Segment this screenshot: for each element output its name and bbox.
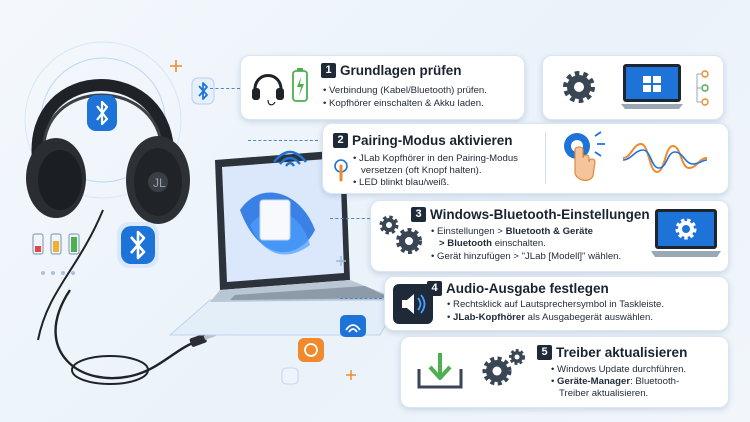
small-app-icon [281,367,299,385]
step-bullet: • Einstellungen > Bluetooth & Geräte [431,226,593,237]
touch-button-icon [564,131,605,181]
headphones-icon [252,74,284,106]
step-bullet: • JLab Kopfhörer in den Pairing-Modus [353,153,518,164]
battery-icon [292,68,308,102]
step-bullet: • LED blinkt blau/weiß. [353,177,450,188]
step-bullet: • Verbindung (Kabel/Bluetooth) prüfen. [323,85,487,96]
connector-line [248,140,318,141]
laptop-icon [168,150,401,336]
svg-text:JL: JL [153,176,166,190]
gear-icon [379,215,422,254]
headphones-icon: JL [24,41,190,341]
divider [545,132,546,184]
step-bullet: versetzen (oft Knopf halten). [361,165,482,176]
step-bullet: • Kopfhörer einschalten & Akku laden. [323,98,484,109]
step-1-illustration [542,55,724,120]
step-bullet: • Geräte-Manager: Bluetooth- [551,376,680,387]
speaker-icon [393,284,433,324]
connector-line [340,298,382,299]
wifi-icon [340,315,366,337]
dots-decoration [41,271,75,275]
gear-icon [563,71,595,103]
connector-line [210,88,240,89]
bluetooth-icon [87,95,117,131]
gear-icon [482,349,525,386]
bluetooth-icon [117,222,159,268]
connector-line [330,218,370,219]
wifi-icon [273,150,307,167]
download-icon [417,353,463,389]
step-bullet: • Windows Update durchführen. [551,364,687,375]
signal-wave-icon [622,142,708,174]
step-bullet: • Gerät hinzufügen > "JLab [Modell]" wäh… [431,251,622,262]
sparkle-icon [346,370,356,380]
bluetooth-icon [191,77,215,105]
touch-icon [334,159,348,182]
laptop-settings-icon [651,209,721,257]
network-icon [696,70,709,106]
step-bullet: • Rechtsklick auf Lautsprechersymbol in … [447,299,665,310]
step-bullet: • JLab-Kopfhörer als Ausgabegerät auswäh… [447,312,653,323]
audio-cable [54,289,217,385]
sparkle-icon [336,256,346,266]
step-bullet: Treiber aktualisieren. [559,388,649,399]
audio-app-icon [298,338,324,362]
battery-icon [32,233,80,255]
windows-icon [621,64,683,109]
sparkle-icon [170,60,182,72]
step-bullet: > Bluetooth einschalten. [439,238,546,249]
